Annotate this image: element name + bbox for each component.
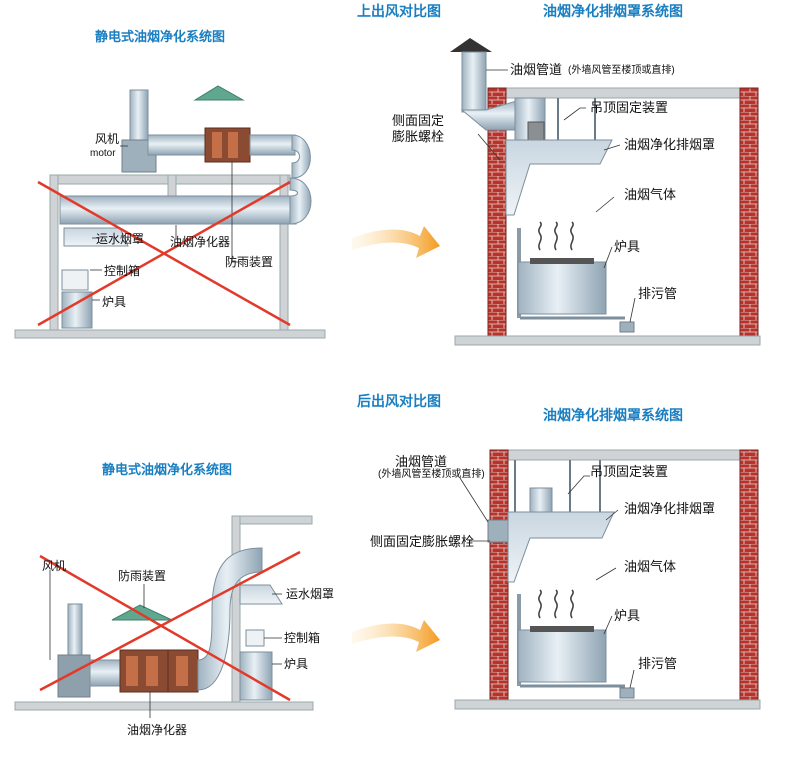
- top-left-fan-label: 风机: [95, 132, 120, 146]
- top-right-drain-label: 排污管: [638, 286, 678, 301]
- bottom-left-water-hood-label: 运水烟罩: [286, 587, 335, 601]
- floor-slab: [454, 699, 761, 710]
- wall: [231, 515, 241, 703]
- rain-cap: [111, 604, 173, 621]
- top-left-stove-label: 炉具: [102, 295, 127, 309]
- top-right-duct-label: 油烟管道: [510, 62, 563, 77]
- stove: [517, 629, 607, 683]
- top-right-system: [450, 38, 761, 346]
- duct-bend: [291, 134, 311, 179]
- exhaust-duct: [461, 51, 487, 113]
- fan-stack: [67, 603, 83, 661]
- top-left-title: 静电式油烟净化系统图: [95, 29, 226, 44]
- floor-slab: [454, 335, 761, 346]
- partition: [167, 174, 177, 198]
- top-right-hood-label: 油烟净化排烟罩: [624, 137, 716, 152]
- bottom-left-fan-label: 风机: [42, 559, 67, 573]
- bottom-left-title: 静电式油烟净化系统图: [102, 462, 233, 477]
- top-right-title: 油烟净化排烟罩系统图: [543, 3, 683, 19]
- top-flow-arrow: [352, 226, 440, 258]
- ceiling-slab: [487, 87, 759, 99]
- chimney-cap: [450, 38, 492, 52]
- top-left-rain-cap-label: 防雨装置: [225, 255, 274, 269]
- bottom-right-drain-label: 排污管: [638, 656, 678, 671]
- top-left-system: [14, 85, 326, 339]
- bottom-left-system: [14, 515, 314, 718]
- ceiling-slab: [231, 515, 313, 525]
- control-box: [245, 629, 265, 647]
- stove: [517, 261, 607, 315]
- bottom-right-title: 油烟净化排烟罩系统图: [543, 407, 683, 423]
- fan-motor: [57, 654, 91, 698]
- brick-wall-right: [739, 449, 759, 701]
- bottom-right-system: [454, 449, 761, 710]
- bottom-left-purifier-label: 油烟净化器: [127, 723, 188, 737]
- cross-line-b: [39, 550, 301, 692]
- bottom-right-stove-label: 炉具: [614, 608, 641, 623]
- water-hood: [63, 227, 129, 247]
- bottom-right-duct-note: (外墙风管至楼顶或直排): [378, 469, 485, 480]
- top-caption: 上出风对比图: [357, 3, 441, 19]
- top-right-ceiling-mount-label: 吊顶固定装置: [590, 100, 669, 115]
- control-box: [61, 269, 89, 291]
- bottom-left-rain-cap-label: 防雨装置: [118, 569, 167, 583]
- fan-unit: [529, 487, 553, 513]
- rear-outlet: [487, 519, 511, 543]
- bottom-left-stove-label: 炉具: [284, 657, 309, 671]
- steam-lines: [538, 221, 574, 251]
- horizontal-duct: [59, 195, 297, 225]
- top-left-water-hood-label: 运水烟罩: [96, 232, 145, 246]
- floor-slab: [14, 329, 326, 339]
- left-wall: [49, 174, 59, 331]
- bottom-right-ceiling-mount-label: 吊顶固定装置: [590, 464, 669, 479]
- fan-unit: [527, 121, 545, 141]
- top-right-gas-label: 油烟气体: [624, 187, 677, 202]
- top-right-stove-label: 炉具: [614, 239, 641, 254]
- cross-line-a: [39, 554, 291, 702]
- steam-lines: [538, 589, 574, 619]
- bottom-right-duct-label: 油烟管道: [395, 454, 448, 469]
- fan-duct: [147, 134, 211, 156]
- floor-slab: [14, 701, 314, 711]
- bottom-right-side-bolt-label: 侧面固定膨胀螺栓: [370, 534, 475, 549]
- brick-wall-right: [739, 87, 759, 337]
- bottom-left-control-box-label: 控制箱: [284, 631, 321, 645]
- stove: [239, 651, 273, 701]
- rain-cap: [193, 85, 245, 101]
- exhaust-hood: [505, 139, 613, 216]
- exhaust-hood: [507, 511, 615, 583]
- top-right-side-bolt-label: 侧面固定 膨胀螺栓: [392, 113, 445, 145]
- water-hood: [239, 584, 283, 605]
- purifier-box: [204, 127, 251, 163]
- top-left-motor-label: motor: [90, 148, 116, 159]
- brick-wall-left: [489, 449, 509, 701]
- bottom-flow-arrow: [352, 620, 440, 652]
- top-right-duct-note: (外墙风管至楼顶或直排): [568, 65, 675, 76]
- cross-line-b: [37, 180, 291, 327]
- bottom-right-gas-label: 油烟气体: [624, 559, 677, 574]
- ceiling-slab: [489, 449, 759, 461]
- bottom-caption: 后出风对比图: [357, 393, 441, 409]
- top-left-purifier-label: 油烟净化器: [170, 235, 231, 249]
- bottom-right-hood-label: 油烟净化排烟罩: [624, 501, 716, 516]
- top-left-control-box-label: 控制箱: [104, 264, 141, 278]
